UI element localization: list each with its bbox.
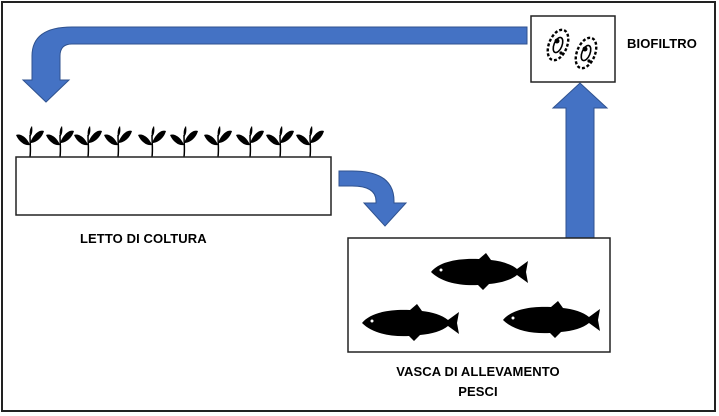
return-arrow [21, 26, 528, 103]
down-curve-arrow [338, 170, 408, 227]
plant-icon [45, 125, 75, 158]
biofilter-box [530, 15, 616, 83]
up-arrow [551, 82, 609, 239]
crop-bed-label: LETTO DI COLTURA [80, 231, 207, 246]
plant-icon [203, 125, 233, 158]
plant-icon [103, 125, 133, 158]
plant-icon [137, 125, 167, 158]
fish-tank-label-line1: VASCA DI ALLEVAMENTO [396, 364, 560, 379]
plants [15, 125, 325, 158]
plant-icon [265, 125, 295, 158]
crop-bed-box [15, 156, 332, 216]
fish-tank-label: VASCA DI ALLEVAMENTO PESCI [378, 362, 578, 402]
biofilter-label: BIOFILTRO [627, 36, 697, 51]
plant-icon [235, 125, 265, 158]
plant-icon [295, 125, 325, 158]
fish-tank-label-line2: PESCI [458, 384, 498, 399]
plant-icon [15, 125, 45, 158]
plant-icon [169, 125, 199, 158]
plant-icon [73, 125, 103, 158]
fish-tank-box [347, 237, 611, 353]
